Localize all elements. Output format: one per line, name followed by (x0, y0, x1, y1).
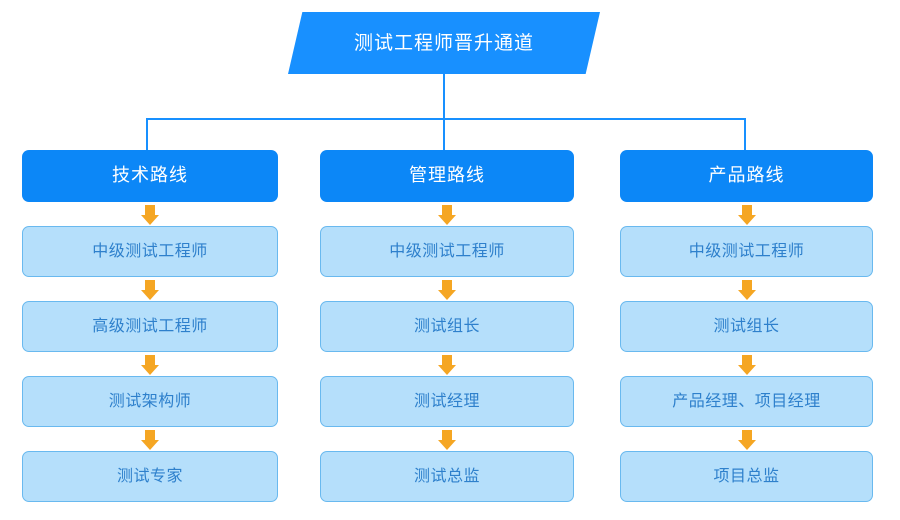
step-node[interactable]: 中级测试工程师 (320, 226, 574, 277)
step-node[interactable]: 测试组长 (320, 301, 574, 352)
path-column-product: 产品路线 中级测试工程师 测试组长 产品经理、项目经理 项目总监 (620, 150, 873, 502)
column-header-management[interactable]: 管理路线 (320, 150, 574, 202)
column-header-product[interactable]: 产品路线 (620, 150, 873, 202)
step-node[interactable]: 测试专家 (22, 451, 278, 502)
down-arrow-icon (320, 427, 574, 451)
down-arrow-icon (320, 352, 574, 376)
step-label: 测试总监 (413, 467, 480, 485)
diagram-title-label: 测试工程师晋升通道 (353, 32, 534, 54)
down-arrow-icon (22, 427, 278, 451)
step-label: 测试组长 (713, 317, 780, 335)
step-label: 产品经理、项目经理 (672, 392, 821, 410)
step-node[interactable]: 测试组长 (620, 301, 873, 352)
step-node[interactable]: 产品经理、项目经理 (620, 376, 873, 427)
connector-drop-column-3 (744, 118, 746, 150)
step-label: 中级测试工程师 (688, 242, 805, 260)
step-label: 高级测试工程师 (92, 317, 208, 335)
connector-horizontal-bar (146, 118, 746, 120)
down-arrow-icon (22, 352, 278, 376)
step-label: 测试架构师 (108, 392, 192, 410)
down-arrow-icon (22, 202, 278, 226)
diagram-title-banner: 测试工程师晋升通道 (288, 12, 600, 74)
step-node[interactable]: 中级测试工程师 (22, 226, 278, 277)
step-label: 中级测试工程师 (389, 242, 505, 260)
step-node[interactable]: 测试经理 (320, 376, 574, 427)
step-node[interactable]: 项目总监 (620, 451, 873, 502)
step-node[interactable]: 测试总监 (320, 451, 574, 502)
step-node[interactable]: 测试架构师 (22, 376, 278, 427)
step-node[interactable]: 高级测试工程师 (22, 301, 278, 352)
down-arrow-icon (620, 202, 873, 226)
path-column-technical: 技术路线 中级测试工程师 高级测试工程师 测试架构师 测试专家 (22, 150, 278, 502)
step-label: 测试经理 (413, 392, 480, 410)
column-header-technical[interactable]: 技术路线 (22, 150, 278, 202)
column-header-label: 管理路线 (409, 165, 485, 186)
down-arrow-icon (620, 427, 873, 451)
connector-drop-column-2 (443, 118, 445, 150)
path-column-management: 管理路线 中级测试工程师 测试组长 测试经理 测试总监 (320, 150, 574, 502)
connector-stem (443, 74, 445, 119)
step-label: 中级测试工程师 (92, 242, 208, 260)
step-label: 项目总监 (713, 467, 780, 485)
down-arrow-icon (320, 277, 574, 301)
step-node[interactable]: 中级测试工程师 (620, 226, 873, 277)
step-label: 测试组长 (413, 317, 480, 335)
down-arrow-icon (620, 277, 873, 301)
down-arrow-icon (320, 202, 574, 226)
step-label: 测试专家 (116, 467, 183, 485)
column-header-label: 技术路线 (112, 165, 188, 186)
column-header-label: 产品路线 (708, 165, 785, 186)
connector-drop-column-1 (146, 118, 148, 150)
down-arrow-icon (22, 277, 278, 301)
down-arrow-icon (620, 352, 873, 376)
